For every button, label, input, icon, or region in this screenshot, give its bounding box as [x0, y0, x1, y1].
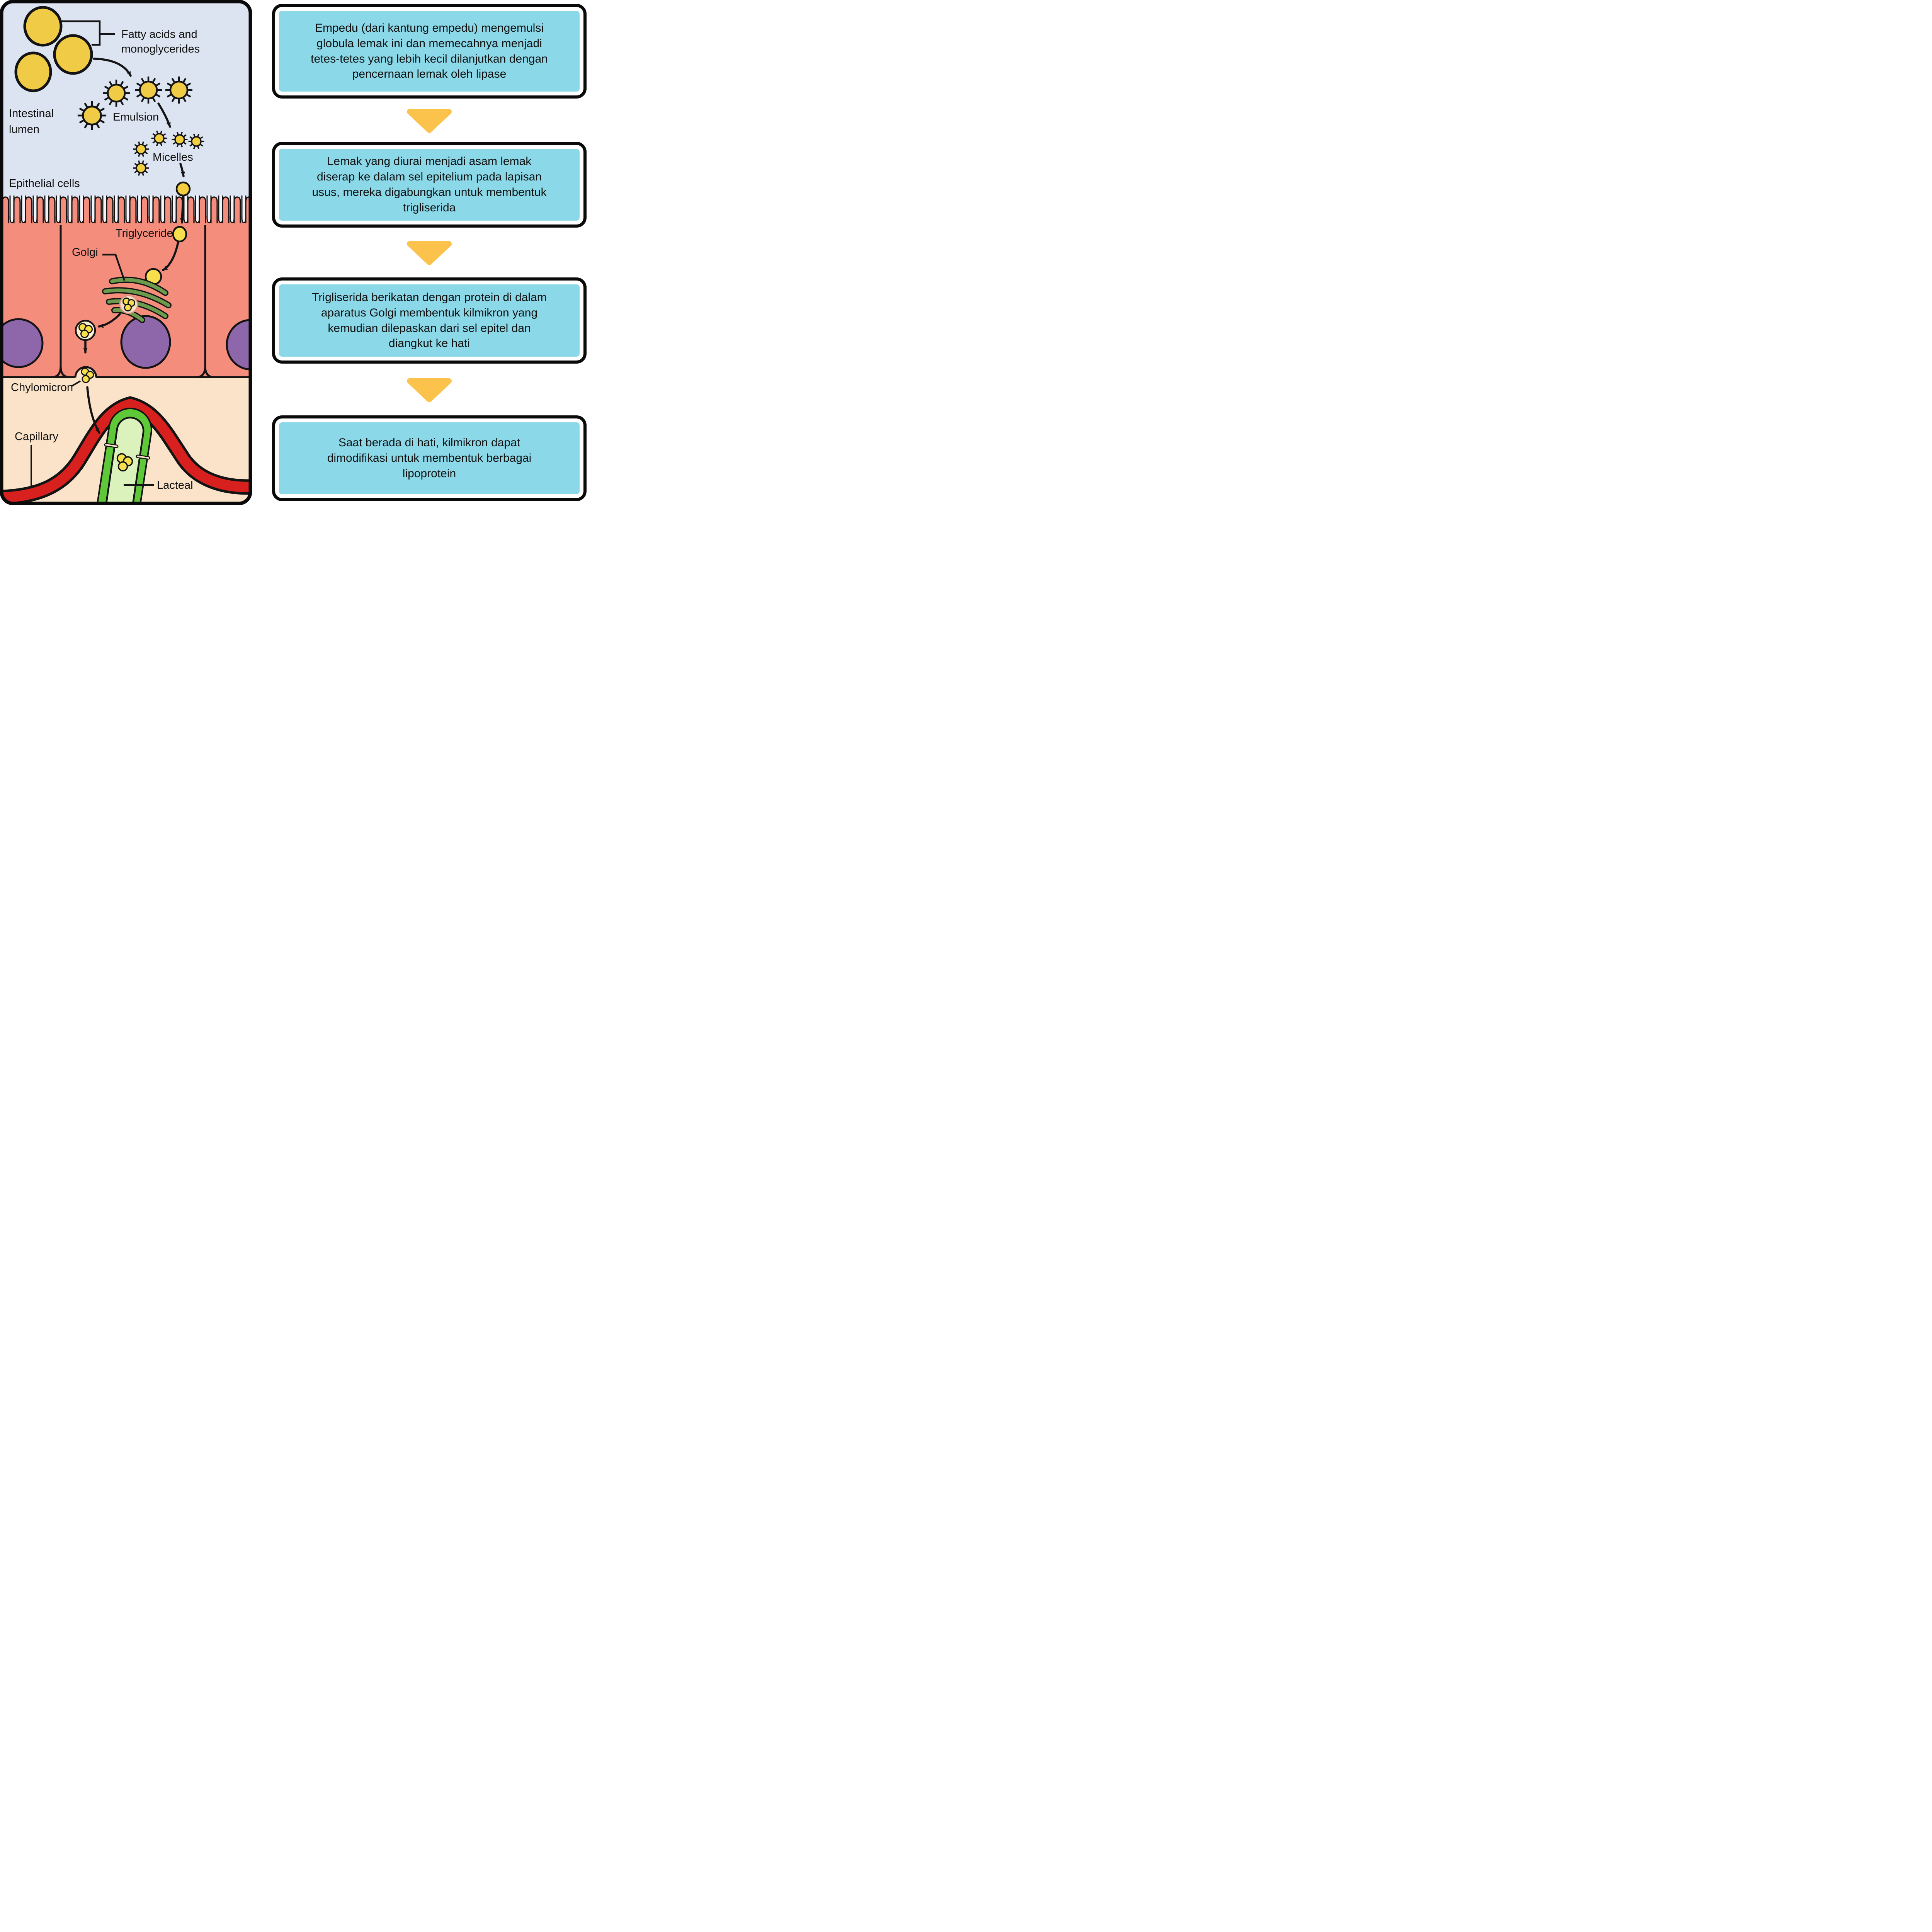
- epithelial-cells-label: Epithelial cells: [9, 177, 80, 190]
- arrow-triglyceride-to-golgi: [162, 241, 179, 271]
- chylomicron-vesicle: [75, 320, 96, 341]
- absorbed-fat-droplet: [175, 181, 191, 197]
- diagram-panel: Fatty acids and monoglycerides Intestina…: [0, 0, 252, 505]
- capillary-vessel: [2, 396, 250, 503]
- chylomicron-label: Chylomicron: [11, 381, 73, 394]
- arrow-globules-to-emulsion: [93, 58, 132, 77]
- flow-step-4-text: Saat berada di hati, kilmikron dapat dim…: [327, 436, 532, 480]
- flow-step-1: Empedu (dari kantung empedu) mengemulsi …: [272, 4, 587, 99]
- arrow-micelles-to-droplet: [179, 163, 185, 177]
- digestion-diagram: Fatty acids and monoglycerides Intestina…: [0, 0, 252, 505]
- fatty-acids-bracket: [61, 20, 115, 46]
- flow-step-2: Lemak yang diurai menjadi asam lemak dis…: [272, 142, 587, 228]
- capillary-label: Capillary: [15, 430, 58, 443]
- golgi-pointer-line: [102, 253, 126, 281]
- lacteal-label: Lacteal: [157, 479, 193, 492]
- flow-down-arrow-icon: [405, 378, 454, 403]
- golgi-budding-vesicle: [119, 295, 138, 314]
- fatty-acids-label-line1: Fatty acids and: [121, 28, 197, 41]
- intestinal-lumen-label-line2: lumen: [9, 123, 39, 136]
- arrow-droplet-into-cell: [180, 195, 185, 224]
- arrow-emulsion-to-micelles: [157, 102, 171, 128]
- arrow-chylomicron-to-lacteal: [86, 386, 100, 434]
- fat-absorption-infographic: Fatty acids and monoglycerides Intestina…: [0, 0, 588, 505]
- process-arrows: [83, 58, 185, 434]
- nucleus-middle: [120, 315, 171, 369]
- chylomicron-in-lacteal: [116, 453, 133, 472]
- diagram-border: [0, 0, 252, 505]
- fat-globules: [14, 6, 93, 92]
- nucleus-left: [2, 318, 44, 368]
- flow-step-3: Trigliserida berikatan dengan protein di…: [272, 277, 587, 364]
- flow-column: Empedu (dari kantung empedu) mengemulsi …: [272, 0, 587, 505]
- triglyceride-droplet: [172, 226, 187, 243]
- emulsion-label: Emulsion: [113, 111, 159, 123]
- flow-step-1-text: Empedu (dari kantung empedu) mengemulsi …: [311, 21, 548, 81]
- triglyceride-label: Triglyceride: [116, 227, 173, 240]
- golgi-label: Golgi: [72, 246, 98, 259]
- fatty-acids-label-line2: monoglycerides: [121, 43, 200, 55]
- intestinal-lumen-label-line1: Intestinal: [9, 107, 54, 120]
- flow-step-4: Saat berada di hati, kilmikron dapat dim…: [272, 415, 587, 501]
- microvilli-brush-border: [2, 195, 250, 224]
- flow-down-arrow-icon: [405, 108, 454, 134]
- arrow-golgi-to-chylomicron: [98, 313, 121, 328]
- chylomicron-exiting: [81, 367, 94, 383]
- cell-boundaries: [2, 225, 250, 378]
- flow-step-3-text: Trigliserida berikatan dengan protein di…: [312, 291, 547, 350]
- diagram-labels: Fatty acids and monoglycerides Intestina…: [9, 28, 200, 492]
- chylomicron-pointer-line: [71, 380, 81, 387]
- nucleus-right: [226, 319, 250, 371]
- flow-step-2-text: Lemak yang diurai menjadi asam lemak dis…: [312, 155, 547, 214]
- micelles-label: Micelles: [153, 151, 193, 163]
- cell-nuclei: [2, 315, 250, 371]
- flow-down-arrow-icon: [405, 240, 454, 266]
